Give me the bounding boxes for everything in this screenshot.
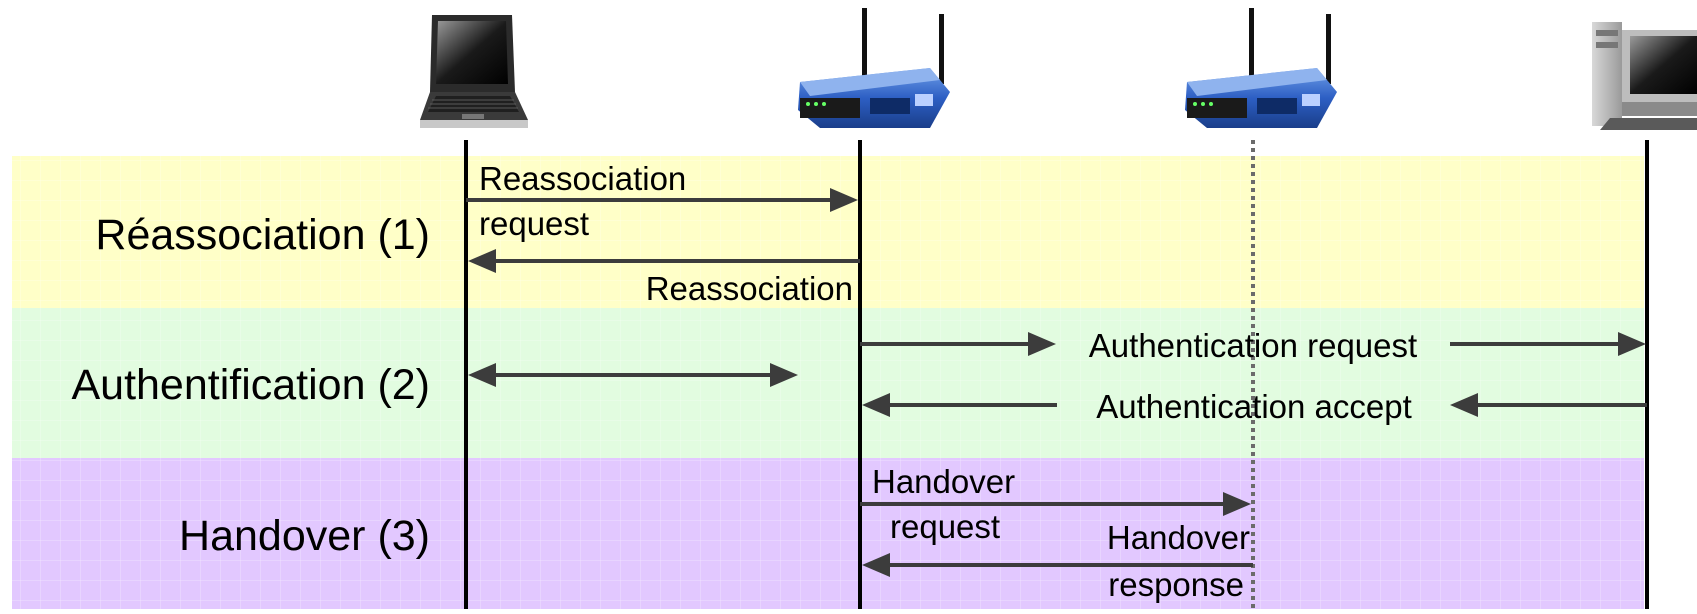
- message-label: Authentication request: [1089, 327, 1417, 364]
- phase-band-handover: [12, 458, 1644, 609]
- message-reassociation-request: Reassociation request: [466, 160, 858, 242]
- message-authentification-exchange: [468, 363, 798, 387]
- phase-band-authentification: [12, 308, 1644, 458]
- message-label: Reassociation: [479, 160, 686, 197]
- desktop-computer-icon: [1592, 22, 1697, 130]
- message-label: Handover: [872, 463, 1015, 500]
- message-label: response: [1108, 566, 1244, 603]
- message-authentication-request: Authentication request: [860, 327, 1646, 364]
- phase-band-reassociation: [12, 156, 1644, 308]
- message-label: Handover: [1107, 519, 1250, 556]
- message-label: Reassociation: [646, 270, 853, 307]
- message-handover-request: Handover request: [860, 463, 1251, 545]
- message-label: Authentication accept: [1096, 388, 1412, 425]
- phase-label-authentification: Authentification (2): [71, 361, 430, 409]
- message-authentication-accept: Authentication accept: [862, 388, 1647, 425]
- wireless-router-icon: [798, 8, 950, 128]
- message-reassociation-response: Reassociation: [468, 249, 860, 307]
- message-handover-response: Handover response: [862, 519, 1253, 603]
- message-label: request: [479, 205, 589, 242]
- phase-label-handover: Handover (3): [179, 512, 430, 560]
- wireless-router-icon: [1185, 8, 1337, 128]
- phase-label-reassociation: Réassociation (1): [95, 211, 430, 259]
- laptop-icon: [420, 15, 528, 128]
- message-label: request: [890, 508, 1000, 545]
